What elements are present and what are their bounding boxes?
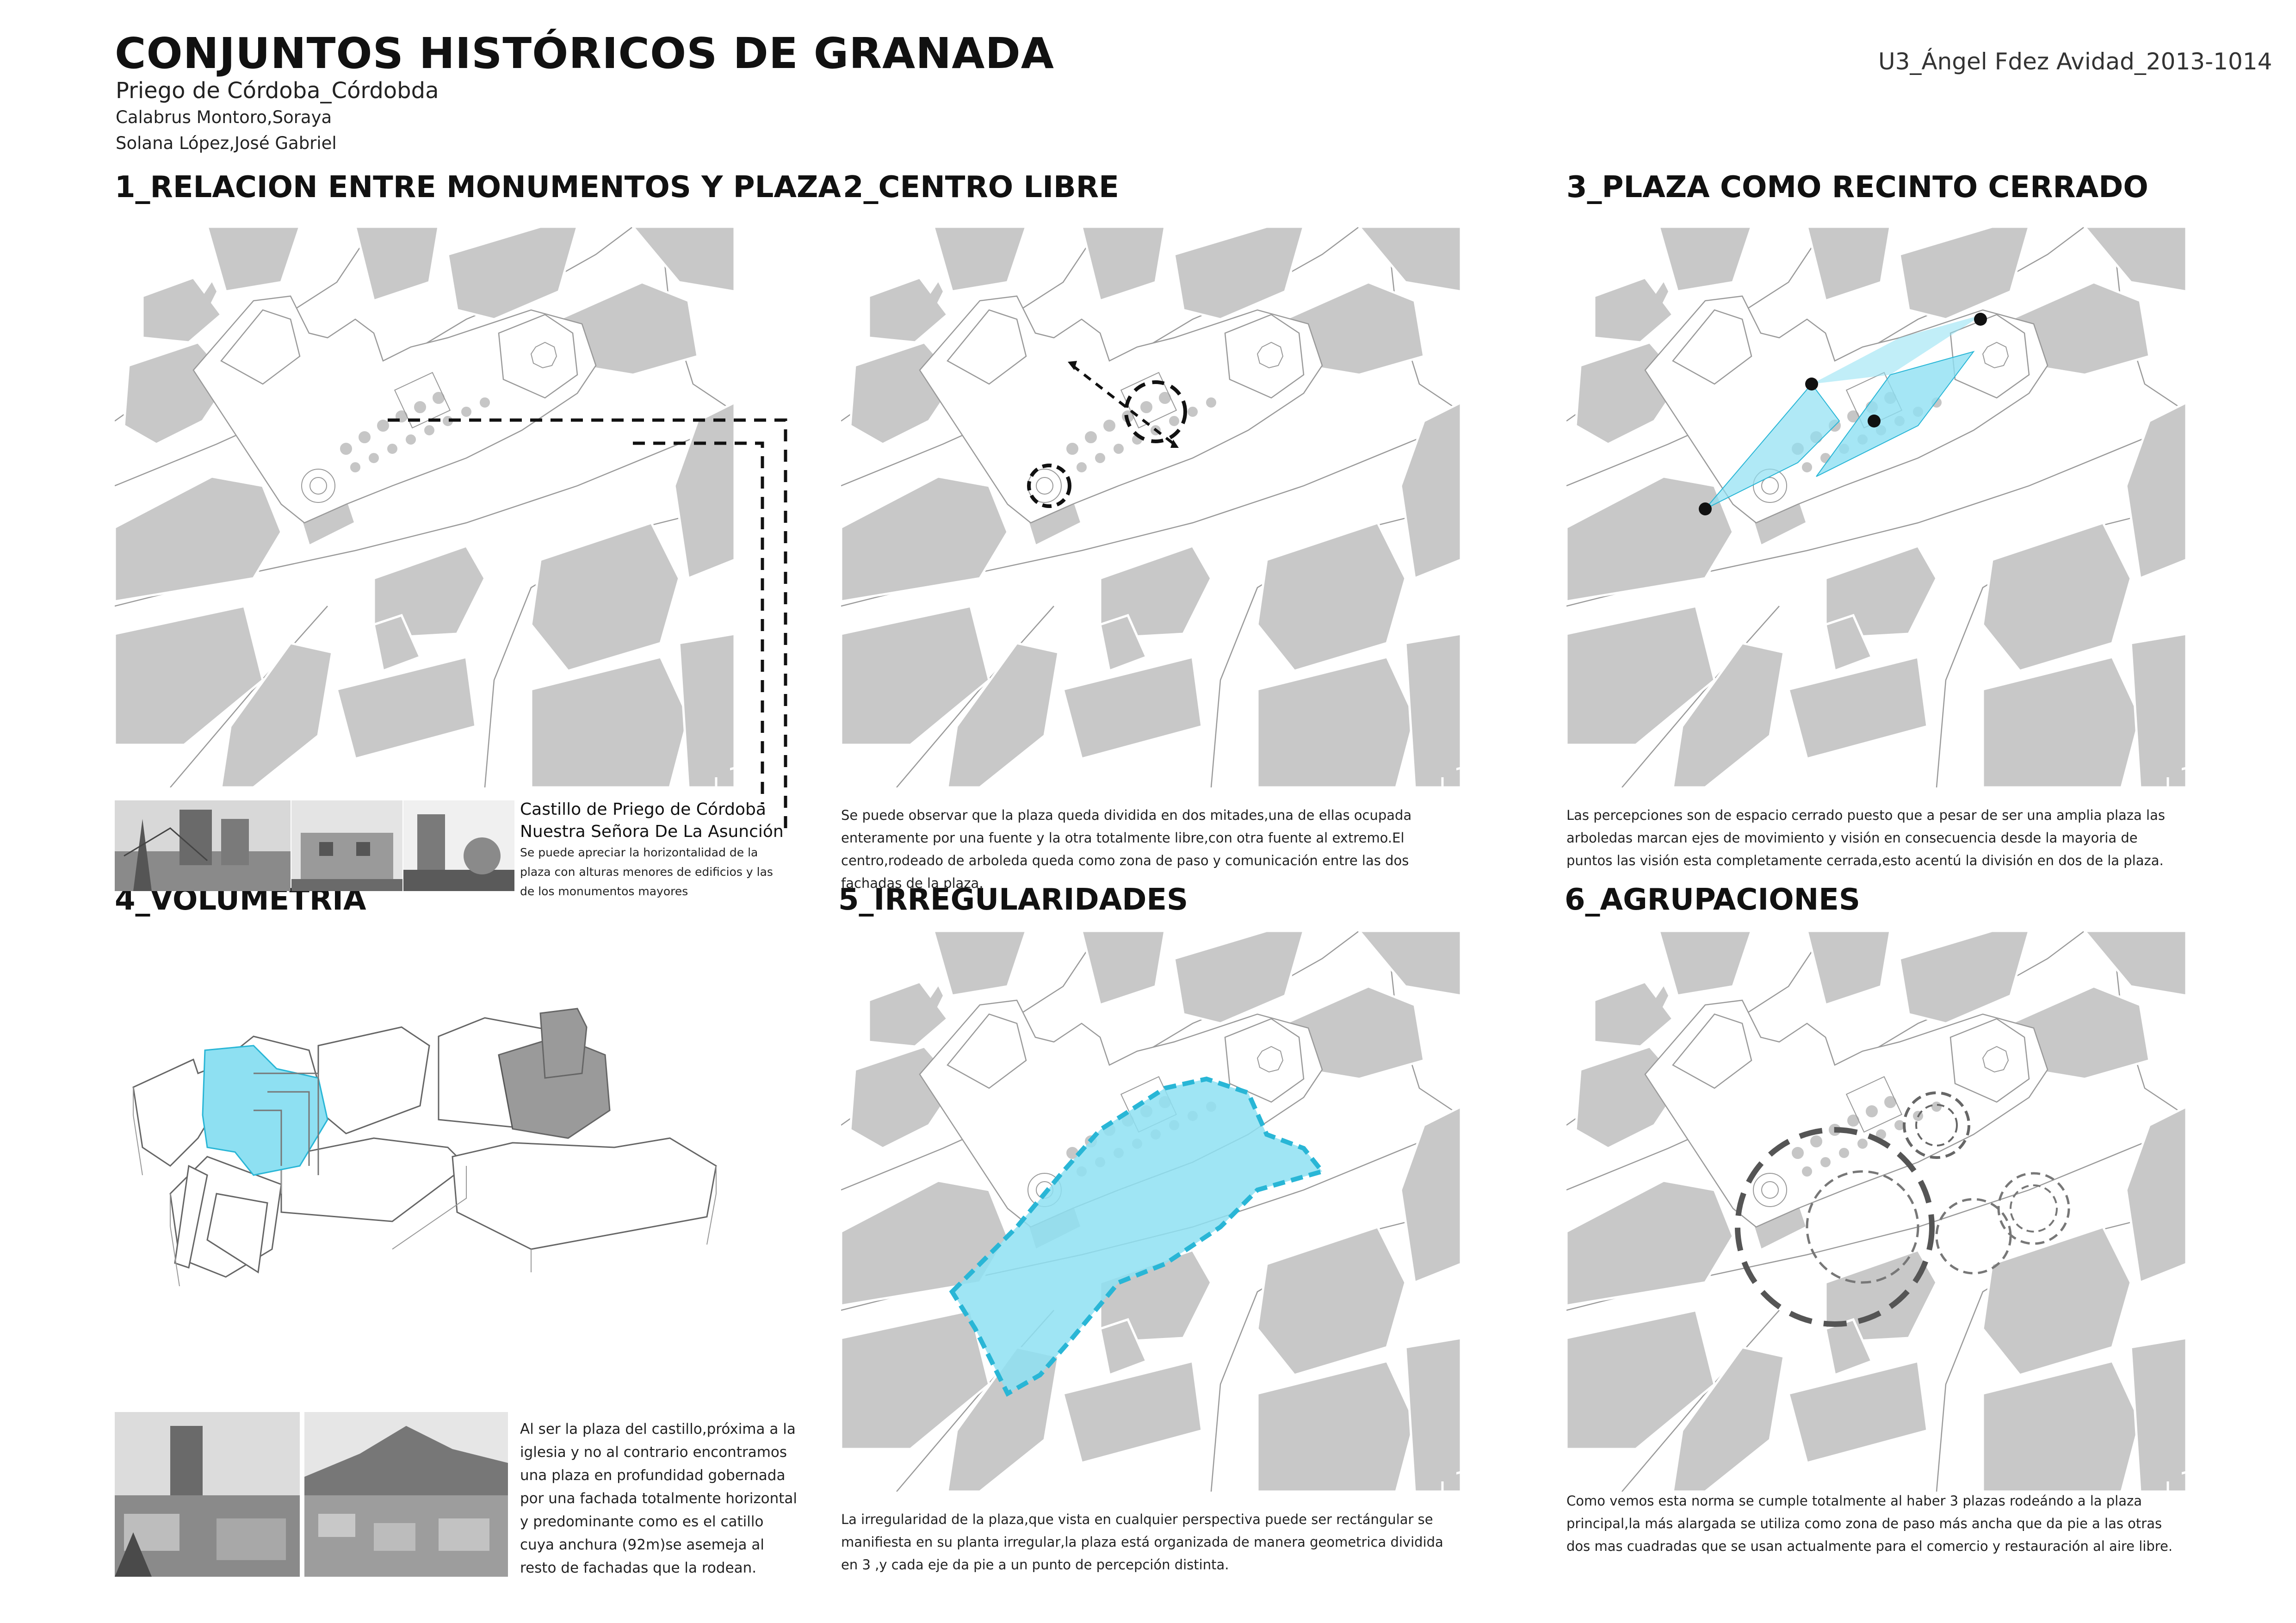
section-5-caption: La irregularidad de la plaza,que vista e… bbox=[841, 1508, 1461, 1576]
section-6-caption: Como vemos esta norma se cumple totalmen… bbox=[1566, 1490, 2186, 1558]
photo-tower-icon bbox=[403, 800, 514, 891]
section-2-caption: Se puede observar que la plaza queda div… bbox=[841, 804, 1461, 895]
section-4-caption: Al ser la plaza del castillo,próxima a l… bbox=[520, 1418, 798, 1580]
volumetric-model-icon bbox=[115, 999, 744, 1314]
photo-castle-icon bbox=[115, 800, 291, 891]
photo-title-church: Nuestra Señora De La Asunción bbox=[520, 821, 784, 843]
photo-town-icon bbox=[115, 1412, 300, 1577]
photo-panorama-icon bbox=[304, 1412, 508, 1577]
photo-title-castle: Castillo de Priego de Córdoba bbox=[520, 799, 766, 821]
photo-church-icon bbox=[291, 800, 402, 891]
section-3-caption: Las percepciones son de espacio cerrado … bbox=[1566, 804, 2186, 872]
photo-caption-body: Se puede apreciar la horizontalidad de l… bbox=[520, 843, 788, 901]
